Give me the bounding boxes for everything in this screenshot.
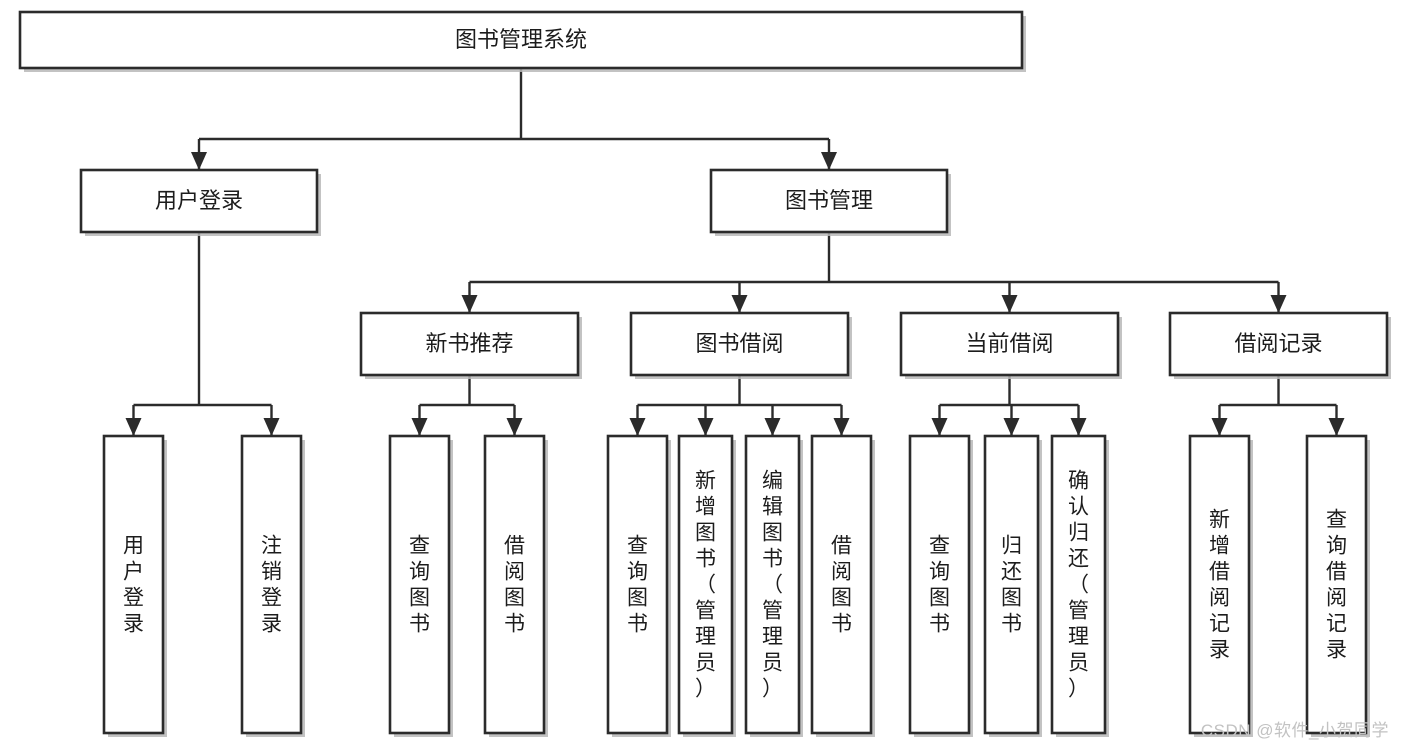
node-label: 借阅图书 — [504, 535, 525, 636]
node-label: 确认归还（管理员） — [1068, 470, 1089, 701]
arrow-head-icon — [1328, 418, 1345, 436]
node-leaf-borrow-book-1[interactable]: 借阅图书 — [483, 434, 548, 737]
node-current-borrow[interactable]: 当前借阅 — [899, 311, 1122, 379]
arrow-head-icon — [821, 152, 837, 170]
node-label: 用户登录 — [155, 188, 243, 213]
arrow-head-icon — [1001, 295, 1018, 313]
connector-layer — [125, 68, 1345, 436]
arrow-head-icon — [697, 418, 714, 436]
arrow-head-icon — [263, 418, 280, 436]
arrow-head-icon — [764, 418, 781, 436]
node-label: 查询图书 — [627, 535, 648, 636]
arrow-head-icon — [1211, 418, 1228, 436]
arrow-head-icon — [125, 418, 142, 436]
node-book-borrow[interactable]: 图书借阅 — [629, 311, 852, 379]
node-label: 新书推荐 — [425, 331, 513, 356]
arrow-head-icon — [1003, 418, 1020, 436]
node-leaf-confirm-return[interactable]: 确认归还（管理员） — [1050, 434, 1109, 737]
node-label: 编辑图书（管理员） — [762, 470, 783, 701]
arrow-head-icon — [1270, 295, 1287, 313]
node-book-management[interactable]: 图书管理 — [709, 168, 951, 236]
node-label: 图书管理系统 — [455, 27, 587, 52]
node-leaf-logout[interactable]: 注销登录 — [240, 434, 305, 737]
arrow-head-icon — [411, 418, 428, 436]
arrow-head-icon — [931, 418, 948, 436]
node-label: 新增借阅记录 — [1209, 509, 1230, 662]
node-label: 借阅图书 — [831, 535, 852, 636]
node-label: 图书借阅 — [695, 331, 783, 356]
arrow-head-icon — [191, 152, 207, 170]
arrow-head-icon — [1070, 418, 1087, 436]
node-root-system[interactable]: 图书管理系统 — [18, 10, 1026, 72]
node-new-book-recommend[interactable]: 新书推荐 — [359, 311, 582, 379]
node-label: 图书管理 — [785, 188, 873, 213]
node-leaf-query-record[interactable]: 查询借阅记录 — [1305, 434, 1370, 737]
node-leaf-add-record[interactable]: 新增借阅记录 — [1188, 434, 1253, 737]
node-label: 查询借阅记录 — [1326, 509, 1347, 662]
node-label: 新增图书（管理员） — [695, 470, 716, 701]
arrow-head-icon — [461, 295, 478, 313]
node-label: 归还图书 — [1001, 535, 1022, 636]
node-label: 用户登录 — [123, 535, 144, 636]
node-leaf-add-book[interactable]: 新增图书（管理员） — [677, 434, 736, 737]
node-label: 查询图书 — [929, 535, 950, 636]
node-label: 借阅记录 — [1234, 331, 1322, 356]
node-leaf-edit-book[interactable]: 编辑图书（管理员） — [744, 434, 803, 737]
node-leaf-borrow-book-2[interactable]: 借阅图书 — [810, 434, 875, 737]
node-leaf-return-book[interactable]: 归还图书 — [983, 434, 1042, 737]
arrow-head-icon — [833, 418, 850, 436]
node-label: 当前借阅 — [965, 331, 1053, 356]
watermark-text: CSDN @软件_小贺同学 — [1200, 721, 1389, 740]
arrow-head-icon — [506, 418, 523, 436]
node-borrow-record[interactable]: 借阅记录 — [1168, 311, 1391, 379]
node-user-login[interactable]: 用户登录 — [79, 168, 321, 236]
node-label: 查询图书 — [409, 535, 430, 636]
node-leaf-query-book-2[interactable]: 查询图书 — [606, 434, 671, 737]
node-leaf-user-login[interactable]: 用户登录 — [102, 434, 167, 737]
node-leaf-query-book-1[interactable]: 查询图书 — [388, 434, 453, 737]
node-label: 注销登录 — [261, 535, 282, 636]
arrow-head-icon — [629, 418, 646, 436]
arrow-head-icon — [731, 295, 748, 313]
node-leaf-query-book-3[interactable]: 查询图书 — [908, 434, 973, 737]
node-layer: 图书管理系统用户登录图书管理新书推荐图书借阅当前借阅借阅记录用户登录注销登录查询… — [18, 10, 1391, 737]
